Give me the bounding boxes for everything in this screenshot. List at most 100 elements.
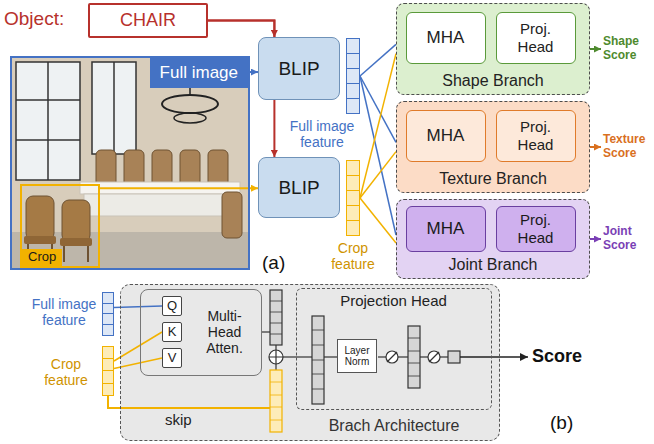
block-name: Proj. Head bbox=[511, 211, 561, 246]
qkv-letter: K bbox=[168, 325, 177, 340]
attention-box: MHA bbox=[406, 12, 486, 64]
input-label: Object: bbox=[4, 8, 64, 30]
output-label: Shape Score bbox=[603, 35, 652, 63]
branch-panel: Texture BranchMHAProj. Head bbox=[396, 101, 590, 193]
layer-norm-box: Layer Norm bbox=[337, 339, 377, 373]
window-frame bbox=[16, 99, 80, 101]
chandelier-ring bbox=[162, 95, 218, 113]
connector bbox=[360, 76, 396, 235]
branch-panel: Shape Branch MHA Proj. Head bbox=[396, 3, 590, 95]
branch-name: Shape Branch bbox=[442, 72, 543, 90]
dropout-slash bbox=[387, 352, 397, 362]
chair-leg bbox=[63, 246, 65, 262]
vector-cells bbox=[102, 346, 114, 396]
photo-window bbox=[92, 62, 136, 154]
qkv-box: V bbox=[162, 348, 182, 368]
concat-vector bbox=[312, 316, 324, 404]
vector-cell bbox=[346, 175, 360, 191]
path-label: skip bbox=[165, 411, 192, 428]
vector-cell bbox=[102, 324, 114, 336]
encoder-name: BLIP bbox=[278, 58, 319, 80]
object-name: CHAIR bbox=[120, 10, 176, 31]
attention-box: MHA bbox=[406, 206, 486, 252]
vector-cell bbox=[346, 38, 360, 54]
feature-label: Crop feature bbox=[36, 356, 96, 388]
photo-wall bbox=[12, 58, 248, 268]
feature-vector: Crop feature bbox=[102, 346, 114, 396]
connector-group bbox=[100, 21, 396, 369]
wire bbox=[420, 356, 428, 357]
vector-cell bbox=[346, 53, 360, 69]
connector bbox=[114, 358, 162, 369]
vector-divider bbox=[312, 330, 324, 389]
room-photo bbox=[12, 58, 248, 268]
output-arrow bbox=[460, 356, 528, 358]
concat-symbol-cross bbox=[269, 350, 283, 364]
attention-block: Multi-Head Atten. QKV bbox=[140, 289, 262, 376]
branch-panel: Joint BranchMHAProj. Head bbox=[396, 199, 590, 279]
wire bbox=[262, 331, 270, 332]
wire bbox=[324, 356, 338, 357]
connector bbox=[360, 76, 396, 142]
wire bbox=[275, 345, 276, 350]
output-label: Joint Score bbox=[603, 225, 652, 253]
hidden-vector bbox=[408, 326, 420, 388]
vector-cell bbox=[346, 220, 360, 236]
skip-vector bbox=[270, 370, 282, 432]
feature-vector: Full image feature bbox=[346, 38, 360, 114]
block-name: MHA bbox=[427, 126, 465, 146]
vector-cell bbox=[102, 383, 114, 396]
concat-symbol bbox=[269, 350, 283, 364]
chair-seat bbox=[60, 238, 92, 246]
vector-cell bbox=[346, 205, 360, 221]
projection-box: Proj. Head bbox=[496, 206, 576, 252]
projection-box: Proj. Head bbox=[496, 12, 576, 64]
vector-cell bbox=[346, 83, 360, 99]
skip-wire bbox=[108, 396, 270, 408]
label-layer: Object:Shape ScoreTexture ScoreJoint Sco… bbox=[0, 0, 654, 28]
panel-header: Full image bbox=[150, 58, 248, 88]
photo-chair bbox=[62, 200, 90, 242]
score-unit bbox=[448, 351, 460, 363]
encoder-box: BLIP bbox=[258, 157, 340, 218]
output-label: Score bbox=[532, 346, 582, 367]
chair-leg bbox=[87, 246, 89, 262]
encoder-name: BLIP bbox=[278, 177, 319, 199]
block-name: Proj. Head bbox=[511, 20, 561, 55]
qkv-letter: Q bbox=[167, 299, 177, 314]
projection-box: Proj. Head bbox=[496, 110, 576, 162]
connector bbox=[100, 187, 258, 189]
score-arrow bbox=[590, 238, 601, 240]
dropout-symbol bbox=[386, 351, 398, 363]
wire bbox=[398, 356, 408, 357]
feature-label: Full image feature bbox=[29, 296, 99, 328]
connector bbox=[360, 198, 396, 243]
dropout-symbol bbox=[428, 351, 440, 363]
photo-rug bbox=[12, 232, 248, 268]
image-panel: Full imageCrop bbox=[10, 56, 250, 270]
panel-title: Projection Head bbox=[340, 292, 447, 309]
feature-label: Crop feature bbox=[323, 240, 383, 272]
attention-box: MHA bbox=[406, 110, 486, 162]
vector-divider bbox=[408, 338, 420, 376]
connector bbox=[250, 71, 258, 73]
vector-divider bbox=[270, 301, 282, 334]
block-name: Layer Norm bbox=[340, 345, 374, 368]
block-name: Proj. Head bbox=[511, 118, 561, 153]
score-arrow bbox=[590, 48, 601, 50]
connector bbox=[114, 306, 162, 307]
panel-ground bbox=[120, 284, 500, 441]
connector bbox=[114, 332, 162, 361]
chair-seat bbox=[24, 236, 56, 244]
panel-tag: (a) bbox=[262, 252, 285, 274]
wire bbox=[283, 356, 312, 357]
vector-cells bbox=[346, 38, 360, 114]
vector-divider bbox=[270, 382, 282, 420]
feature-vector: Crop feature bbox=[346, 160, 360, 236]
chandelier-ring bbox=[174, 113, 206, 123]
block-name: Multi-Head Atten. bbox=[193, 308, 257, 356]
vector-cell bbox=[346, 98, 360, 114]
vector-cells bbox=[102, 292, 114, 336]
qkv-box: Q bbox=[162, 296, 182, 316]
